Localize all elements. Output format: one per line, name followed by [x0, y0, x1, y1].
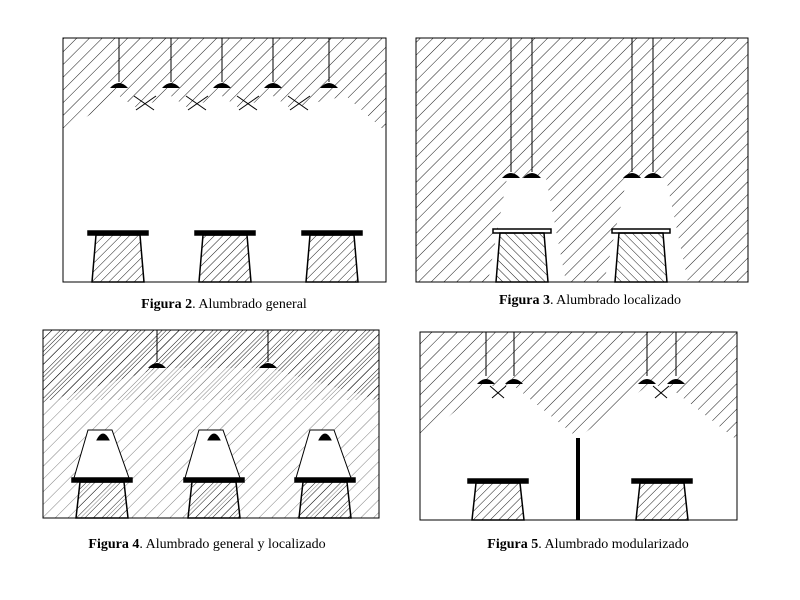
- figure-4-tables: [71, 477, 356, 519]
- figure-2-caption: Figura 2. Alumbrado general: [141, 297, 307, 312]
- figure-3-label: Figura 3: [499, 293, 550, 308]
- figure-3-shadow-room: [416, 38, 748, 282]
- figure-5-lamps: [485, 332, 677, 399]
- figure-5-partition: [576, 438, 580, 520]
- figure-3-illustration: [415, 37, 749, 283]
- figure-2-lamps: [118, 38, 330, 111]
- figure-3-caption: Figura 3. Alumbrado localizado: [499, 293, 681, 308]
- figure-2-illustration: [62, 37, 387, 283]
- figure-2-label: Figura 2: [141, 297, 192, 312]
- figure-2-lamp-shades: [110, 83, 338, 88]
- figure-3-lamp-shades: [502, 173, 662, 178]
- figure-4-illustration: [42, 329, 380, 519]
- figure-4-caption-text: . Alumbrado general y localizado: [139, 537, 325, 552]
- figure-4-pendant-lamps: [156, 330, 269, 362]
- figure-5-illustration: [419, 331, 738, 521]
- figure-5-frame: [419, 331, 738, 521]
- figure-5-lamp-shades: [477, 379, 685, 384]
- figure-4-caption: Figura 4. Alumbrado general y localizado: [88, 537, 325, 552]
- figure-4-label: Figura 4: [88, 537, 139, 552]
- figure-4-frame: [42, 329, 380, 519]
- figure-5-tables: [467, 478, 693, 521]
- figure-3-caption-text: . Alumbrado localizado: [550, 293, 681, 308]
- figure-3-tables: [492, 228, 671, 283]
- figure-2-tables: [87, 230, 363, 283]
- figure-5-shadow: [420, 332, 737, 440]
- figure-3-lamps: [510, 38, 654, 172]
- figure-4-task-lights: [73, 429, 352, 479]
- figure-5-caption-text: . Alumbrado modularizado: [538, 537, 688, 552]
- figure-4-pendant-shades: [148, 363, 277, 368]
- figure-3-frame: [415, 37, 749, 283]
- figure-4-ceiling-hatch: [43, 330, 379, 400]
- figure-2-frame: [62, 37, 387, 283]
- figure-5-label: Figura 5: [487, 537, 538, 552]
- figure-5-caption: Figura 5. Alumbrado modularizado: [487, 537, 688, 552]
- figure-2-caption-text: . Alumbrado general: [192, 297, 307, 312]
